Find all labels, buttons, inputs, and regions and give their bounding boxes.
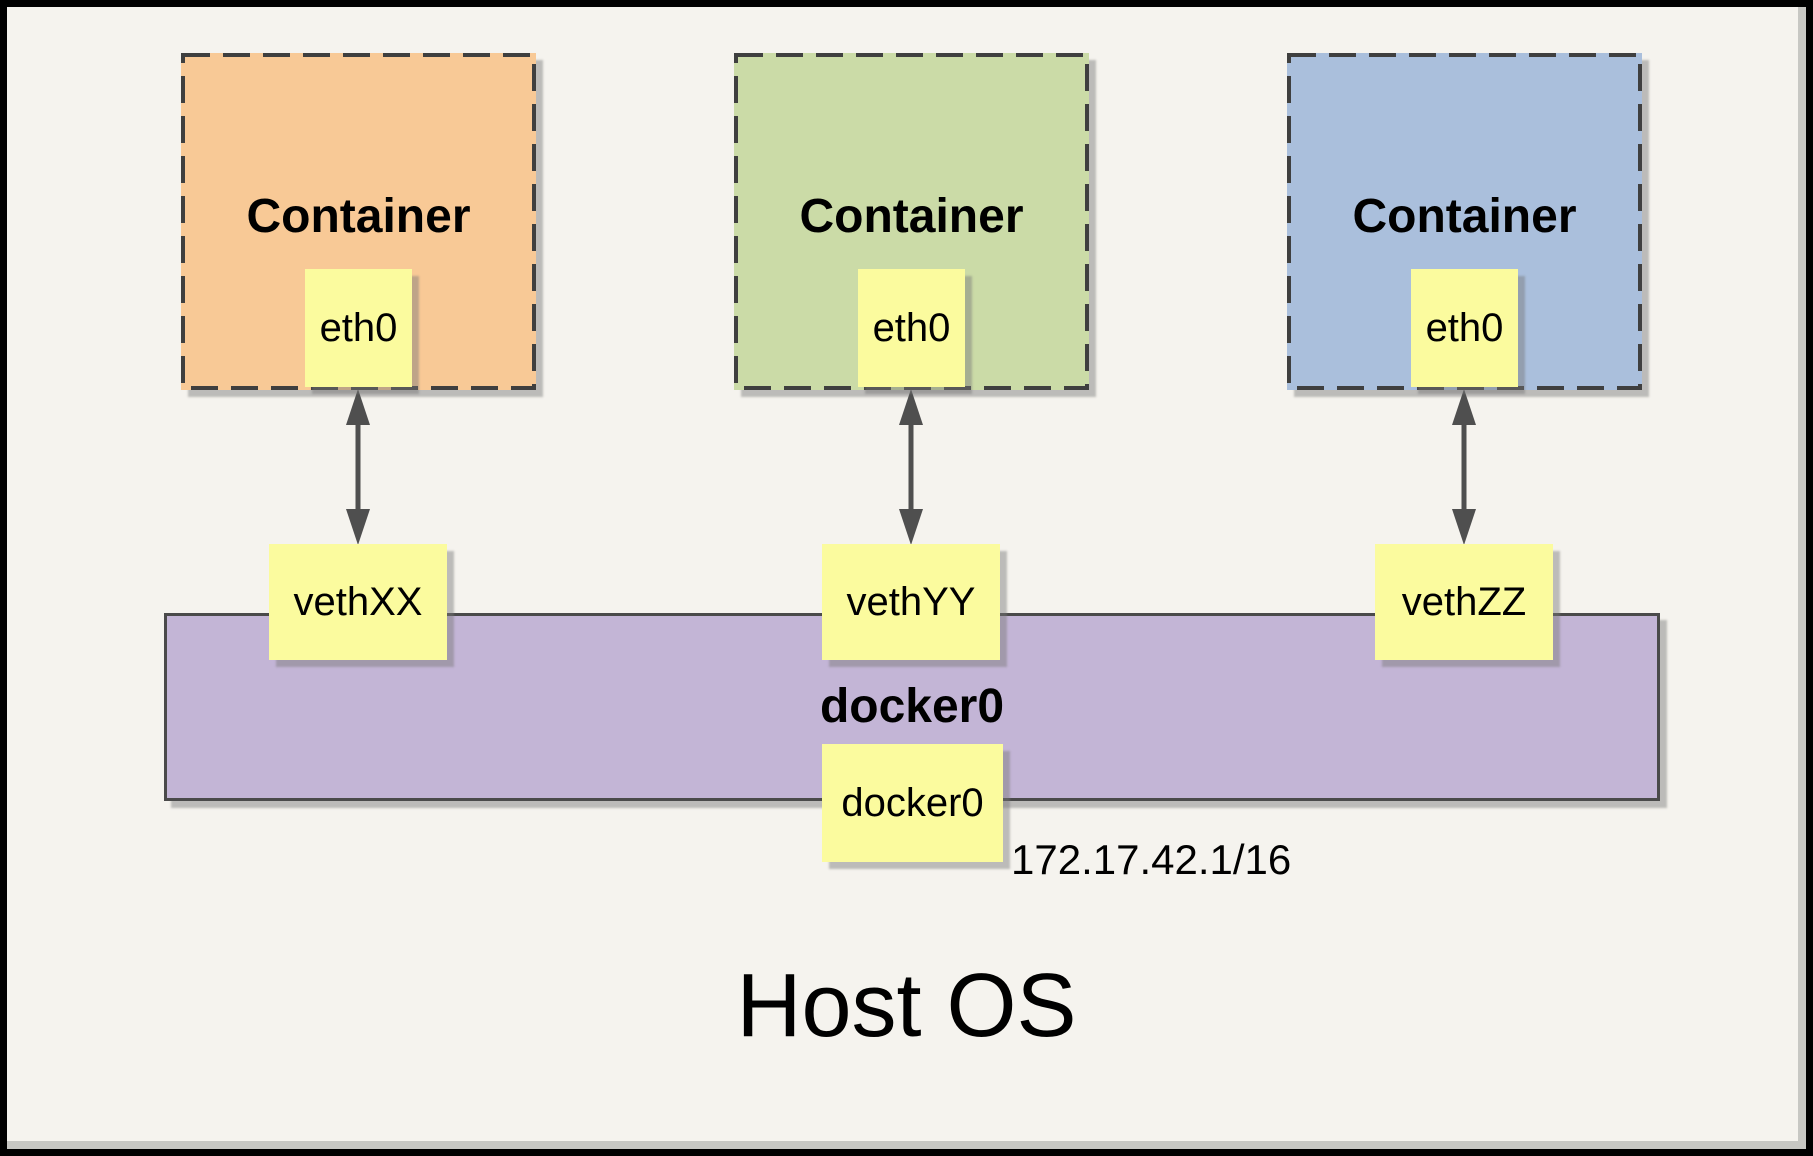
container-dashed-border — [734, 53, 1089, 390]
docker0-bridge-label: docker0 — [819, 680, 1005, 733]
container-dashed-border — [1287, 53, 1642, 390]
container-dashed-border — [181, 53, 536, 390]
docker0-interface-chip: docker0 — [822, 744, 1003, 862]
veth-connection-arrow-1 — [346, 389, 370, 545]
eth0-chip-1: eth0 — [305, 269, 412, 387]
vethZZ-chip: vethZZ — [1375, 544, 1553, 660]
vethXX-chip: vethXX — [269, 544, 447, 660]
host-os-label: Host OS — [736, 956, 1077, 1056]
container-label: Container — [799, 190, 1024, 243]
docker0-ip-address: 172.17.42.1/16 — [1011, 836, 1292, 883]
vethYY-chip: vethYY — [822, 544, 1000, 660]
eth0-chip-3: eth0 — [1411, 269, 1518, 387]
veth-connection-arrow-3 — [1452, 389, 1476, 545]
container-label: Container — [246, 190, 471, 243]
veth-connection-arrow-2 — [899, 389, 923, 545]
eth0-chip-2: eth0 — [858, 269, 965, 387]
container-label: Container — [1352, 190, 1577, 243]
